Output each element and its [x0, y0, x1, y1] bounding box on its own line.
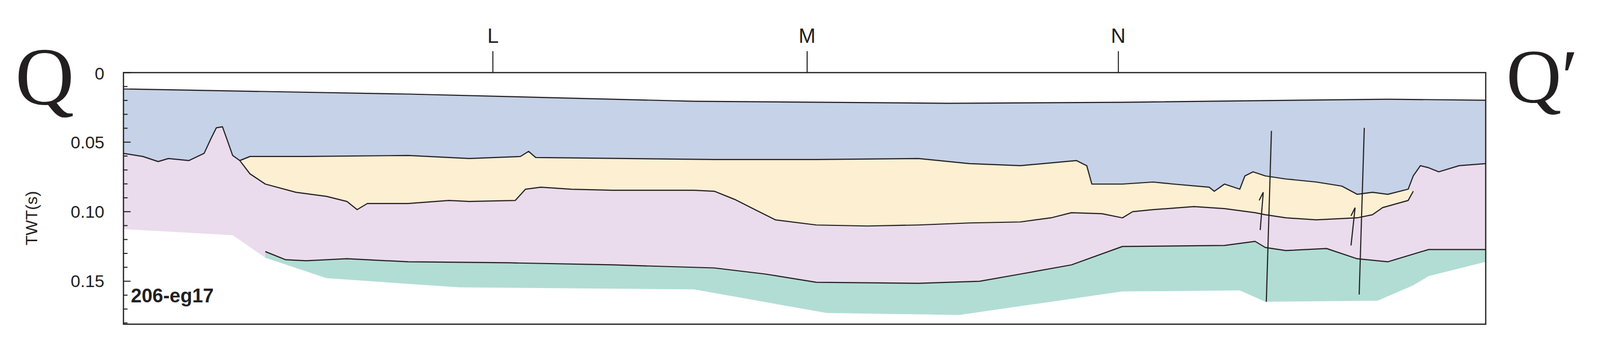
- axis-tick: [123, 294, 128, 296]
- axis-tick: [123, 238, 128, 240]
- axis-tick: [123, 197, 128, 199]
- axis-tick: [123, 266, 128, 268]
- axis-tick: [123, 280, 131, 282]
- green-layer: [265, 240, 1486, 315]
- profile-id: 206-eg17: [130, 285, 214, 306]
- blue-layer: [123, 88, 1486, 195]
- section-end-label: Q′: [1506, 38, 1579, 115]
- axis-title: TWT(s): [23, 190, 40, 246]
- axis-tick: [123, 99, 128, 101]
- axis-tick: [123, 210, 131, 212]
- axis-tick: [123, 321, 128, 323]
- fault-line: [1350, 207, 1356, 245]
- tick-label: L: [487, 25, 499, 46]
- seafloor-line: [123, 88, 1486, 103]
- horizon-line: [265, 240, 1486, 283]
- axis-tick: [123, 183, 128, 185]
- axis-value: 0: [94, 64, 105, 82]
- axis-tick: [123, 127, 128, 129]
- axis-tick: [123, 86, 128, 88]
- axis-tick: [123, 169, 128, 171]
- axis-tick: [123, 113, 128, 115]
- axis-ticks: [123, 50, 1119, 323]
- axis-value: 0.05: [70, 133, 105, 151]
- fault-line: [1259, 191, 1264, 230]
- axis-tick: [123, 141, 131, 143]
- horizons: [123, 88, 1486, 301]
- plot-ground: [123, 72, 1486, 324]
- fault-line: [1359, 127, 1365, 295]
- tick-label: N: [1111, 25, 1126, 46]
- horizon-line: [239, 160, 1414, 226]
- axis-value: 0.15: [70, 271, 105, 290]
- axis-tick: [123, 252, 128, 254]
- axis-value: 0.10: [70, 202, 105, 220]
- axis-tick: [123, 155, 128, 157]
- tick-label: M: [798, 25, 816, 46]
- axis-tick: [123, 308, 128, 310]
- horizon-line: [123, 126, 1486, 195]
- section-end-label: Q: [15, 35, 75, 118]
- plot-frame: [123, 72, 1486, 324]
- axis-tick: [123, 71, 131, 73]
- fault-line: [1266, 130, 1272, 302]
- axis-tick: [123, 224, 128, 226]
